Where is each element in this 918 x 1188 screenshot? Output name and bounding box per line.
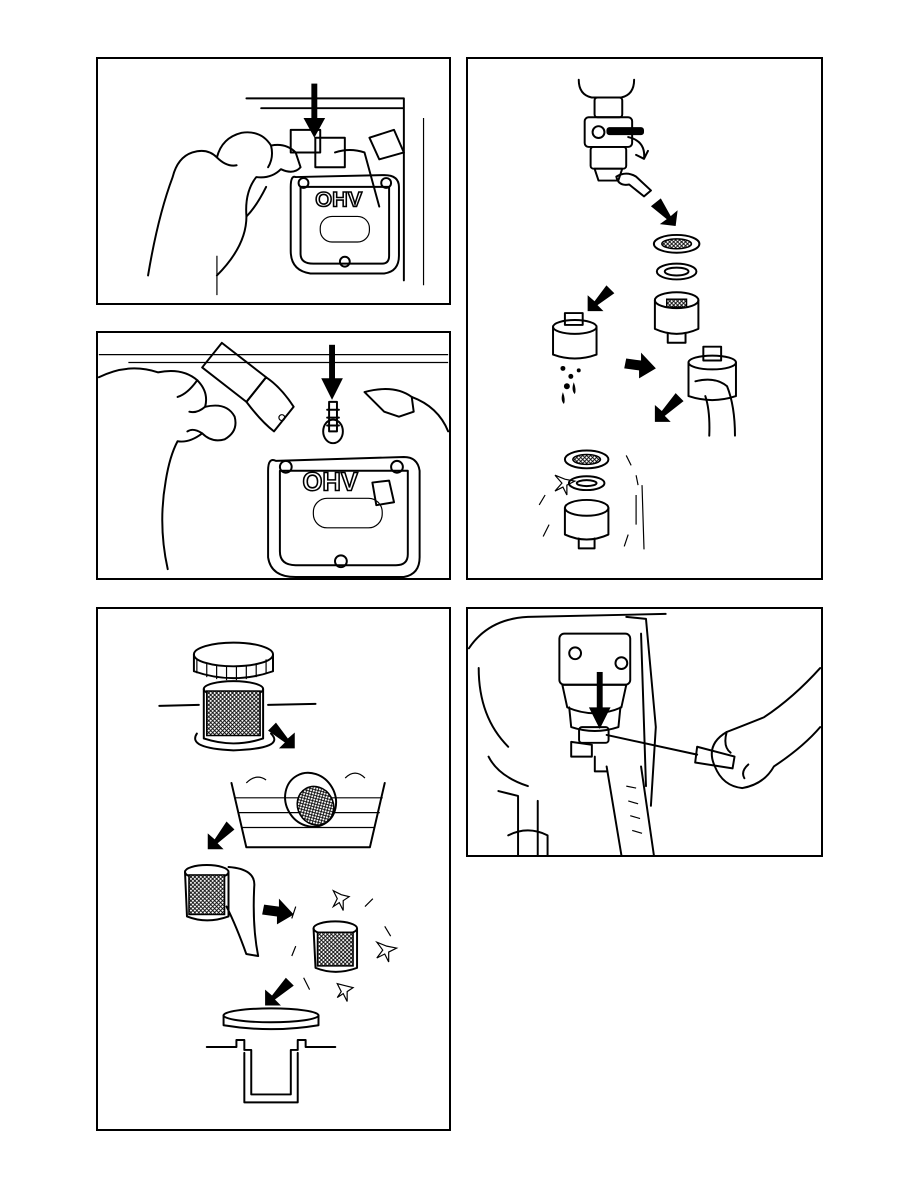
drip-icon (553, 313, 597, 404)
down-arrow-icon (589, 672, 611, 729)
filter-screen-icon (657, 264, 697, 280)
valve-cover-icon: OHV (291, 175, 399, 273)
hand-icon (148, 132, 301, 275)
hand-icon (712, 668, 820, 788)
solvent-tub-icon (231, 763, 384, 847)
spark-plug-check-panel: OHV (96, 331, 451, 580)
sparkle-icon (539, 451, 644, 550)
sparkle-icon (292, 891, 397, 1002)
ohv-label: OHV (303, 468, 358, 496)
fuel-strainer-icon (204, 681, 263, 743)
cloth-icon (689, 347, 736, 436)
screwdriver-icon (607, 735, 735, 768)
fuel-cap-icon (194, 643, 273, 681)
gasket-icon (654, 235, 699, 253)
fuel-valve-icon (579, 80, 648, 181)
fuel-cup-cleaning-panel (466, 57, 823, 580)
sediment-cup-icon (655, 292, 699, 342)
fuel-filter-cleaning-panel (96, 607, 451, 1131)
down-arrow-icon (321, 345, 343, 400)
ohv-label: OHV (315, 187, 362, 212)
wrench-icon (616, 174, 651, 197)
spark-plug-cap-removal-illustration: OHV (98, 59, 449, 303)
carburetor-drain-illustration (468, 609, 821, 855)
spark-plug-cap-icon (202, 343, 294, 432)
drain-screw-icon (571, 727, 608, 771)
fuel-filter-cleaning-illustration (98, 609, 449, 1129)
filler-neck-icon (207, 1008, 336, 1102)
cloth-icon (185, 865, 258, 956)
fuel-cup-cleaning-illustration (468, 59, 821, 578)
spark-plug-icon (323, 402, 343, 443)
spark-plug-check-illustration: OHV (98, 333, 449, 578)
carburetor-drain-panel (466, 607, 823, 857)
hand-icon (99, 368, 236, 569)
valve-cover-icon: OHV (268, 457, 420, 577)
spark-plug-cap-removal-panel: OHV (96, 57, 451, 305)
